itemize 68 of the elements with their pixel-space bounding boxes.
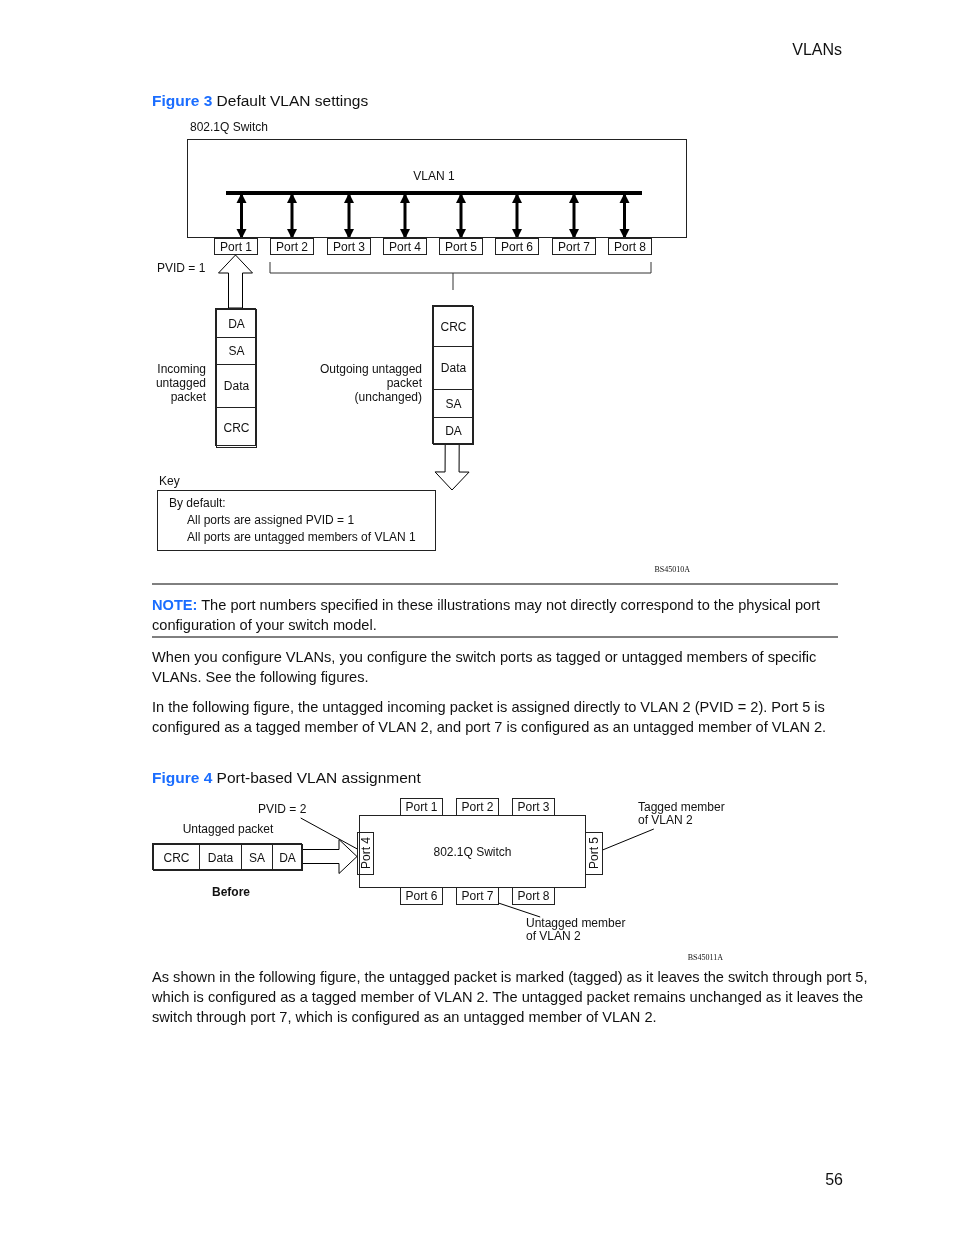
- packet-frame: [215, 308, 256, 446]
- key-title: Key: [159, 474, 180, 488]
- double-arrow: [400, 193, 410, 239]
- double-arrow: [236, 193, 247, 239]
- figure-caption: Figure 4 Port-based VLAN assignment: [152, 768, 422, 788]
- port-box: Port 8: [608, 238, 652, 255]
- port-box: Port 5: [439, 238, 483, 255]
- port-box: Port 6: [495, 238, 539, 255]
- double-arrow: [569, 193, 579, 239]
- packet-frame: [152, 843, 302, 870]
- packet-field: Data: [216, 364, 257, 408]
- packet-caption: Outgoing untagged packet (unchanged): [318, 362, 422, 404]
- packet-field: CRC: [153, 844, 200, 871]
- pvid-label: PVID = 1: [157, 260, 207, 277]
- packet-field: SA: [241, 844, 273, 871]
- figure-code: BS45011A: [686, 952, 723, 964]
- leader-line: [498, 902, 541, 918]
- port-box: Port 1: [400, 798, 443, 816]
- block-arrow: [301, 839, 358, 874]
- double-arrow: [512, 193, 522, 239]
- packet-caption: Untagged packet: [181, 822, 275, 836]
- packet-field: DA: [216, 309, 257, 338]
- body-paragraph: In the following figure, the untagged incoming packet is assigned directly to VLAN 2 (PVID = 2). Port 5 is configured as a tagged member of VLAN 2, and port 7 is configured as an untagged member of VLAN 2.: [152, 698, 828, 737]
- key-text: All ports are assigned PVID = 1: [187, 513, 355, 527]
- packet-field: SA: [433, 389, 474, 418]
- packet-field: DA: [433, 417, 474, 445]
- switch-title: 802.1Q Switch: [190, 120, 269, 134]
- leader-line: [602, 828, 655, 851]
- body-paragraph: When you configure VLANs, you configure the switch ports as tagged or untagged members of specific VLANs. See the following figures.: [152, 648, 818, 687]
- annotation-text: Tagged member of VLAN 2: [638, 801, 738, 829]
- packet-field: CRC: [216, 407, 257, 448]
- packet-caption: Before: [211, 885, 251, 899]
- block-arrow: [218, 254, 253, 309]
- double-arrow: [619, 193, 630, 239]
- port-box: Port 2: [270, 238, 314, 255]
- page-number: 56: [824, 1170, 843, 1190]
- packet-frame: [432, 305, 473, 444]
- port-box: Port 4: [383, 238, 427, 255]
- double-arrow: [287, 193, 297, 239]
- vlan-bus: VLAN 1: [226, 169, 642, 195]
- annotation-text: PVID = 2: [258, 803, 316, 818]
- packet-caption: Incoming untagged packet: [154, 362, 206, 404]
- key-text: All ports are untagged members of VLAN 1: [187, 530, 416, 544]
- port-box: Port 3: [327, 238, 371, 255]
- port-box: Port 2: [456, 798, 499, 816]
- figure-caption: Figure 3 Default VLAN settings: [152, 91, 370, 111]
- port-box: Port 7: [552, 238, 596, 255]
- port-box: Port 5: [585, 832, 603, 875]
- packet-field: Data: [199, 844, 242, 871]
- packet-field: DA: [272, 844, 303, 871]
- packet-field: Data: [433, 346, 474, 390]
- figure-code: BS45010A: [653, 564, 690, 576]
- double-arrow: [344, 193, 354, 239]
- note-text: NOTE: The port numbers specified in these illustrations may not directly correspond to the physical port configuration of your switch model.: [152, 596, 822, 635]
- leader-line: [300, 817, 358, 850]
- annotation-text: Untagged member of VLAN 2: [526, 917, 638, 945]
- port-box: Port 3: [512, 798, 555, 816]
- port-box: Port 7: [456, 887, 499, 905]
- port-box: Port 1: [214, 238, 258, 255]
- packet-field: SA: [216, 337, 257, 365]
- key-text: By default:: [169, 496, 226, 510]
- packet-field: CRC: [433, 306, 474, 347]
- port-box: Port 8: [512, 887, 555, 905]
- page-header: VLANs: [791, 40, 842, 60]
- port-box: Port 6: [400, 887, 443, 905]
- block-arrow: [434, 443, 470, 491]
- body-paragraph: As shown in the following figure, the untagged packet is marked (tagged) as it leaves the switch through port 5, which is configured as a tagged member of VLAN 2. The untagged packet remains unchanged as it leaves the switch through port 7, which is configured as an untagged member of VLAN 2.: [152, 968, 868, 1027]
- double-arrow: [456, 193, 466, 239]
